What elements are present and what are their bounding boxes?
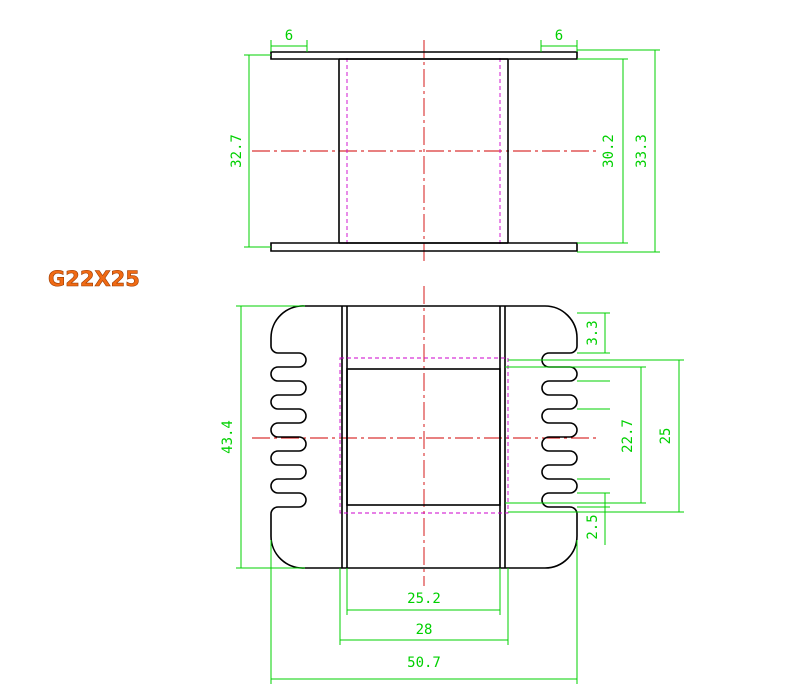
dim-flange-width-left: 6 [270,28,308,52]
dim-top-overall-height-label: 33.3 [634,134,650,168]
dim-front-overall-width-label: 50.7 [407,655,441,671]
dim-front-overall-height: 43.4 [220,305,305,569]
dim-front-core-height-label: 25 [658,428,674,445]
dim-front-window-height: 22.7 [505,366,646,504]
dim-front-pin-offset: 3.3 [577,312,610,354]
dim-top-overall-height: 33.3 [577,49,660,253]
dim-flange-width-right-label: 6 [555,28,563,44]
dim-flange-width-right: 6 [540,28,578,52]
dim-front-core-width: 28 [339,568,509,645]
front-view-inner-window [346,368,501,506]
dim-top-inner-height-label: 32.7 [229,134,245,168]
dim-top-window-height: 30.2 [577,58,628,244]
dim-front-overall-width: 50.7 [270,540,578,684]
dim-front-core-width-label: 28 [416,622,433,638]
dim-front-overall-height-label: 43.4 [220,420,236,454]
front-view-hidden-core [339,357,509,514]
dim-top-inner-height: 32.7 [229,54,271,248]
part-title: G22X25 [48,267,140,291]
dim-front-window-width-label: 25.2 [407,591,441,607]
dim-front-core-height: 25 [508,359,684,513]
dim-front-pin-pitch-label: 2.5 [585,514,601,539]
dim-flange-width-left-label: 6 [285,28,293,44]
dim-front-window-height-label: 22.7 [620,419,636,453]
dim-front-pin-pitch: 2.5 [577,492,610,545]
dim-front-pin-offset-label: 3.3 [585,320,601,345]
dim-top-window-height-label: 30.2 [601,134,617,168]
dim-front-window-width: 25.2 [346,568,501,615]
front-view: 3.3 2.5 22.7 25 [220,286,684,684]
top-view: 6 6 32.7 30.2 33.3 [229,28,660,262]
